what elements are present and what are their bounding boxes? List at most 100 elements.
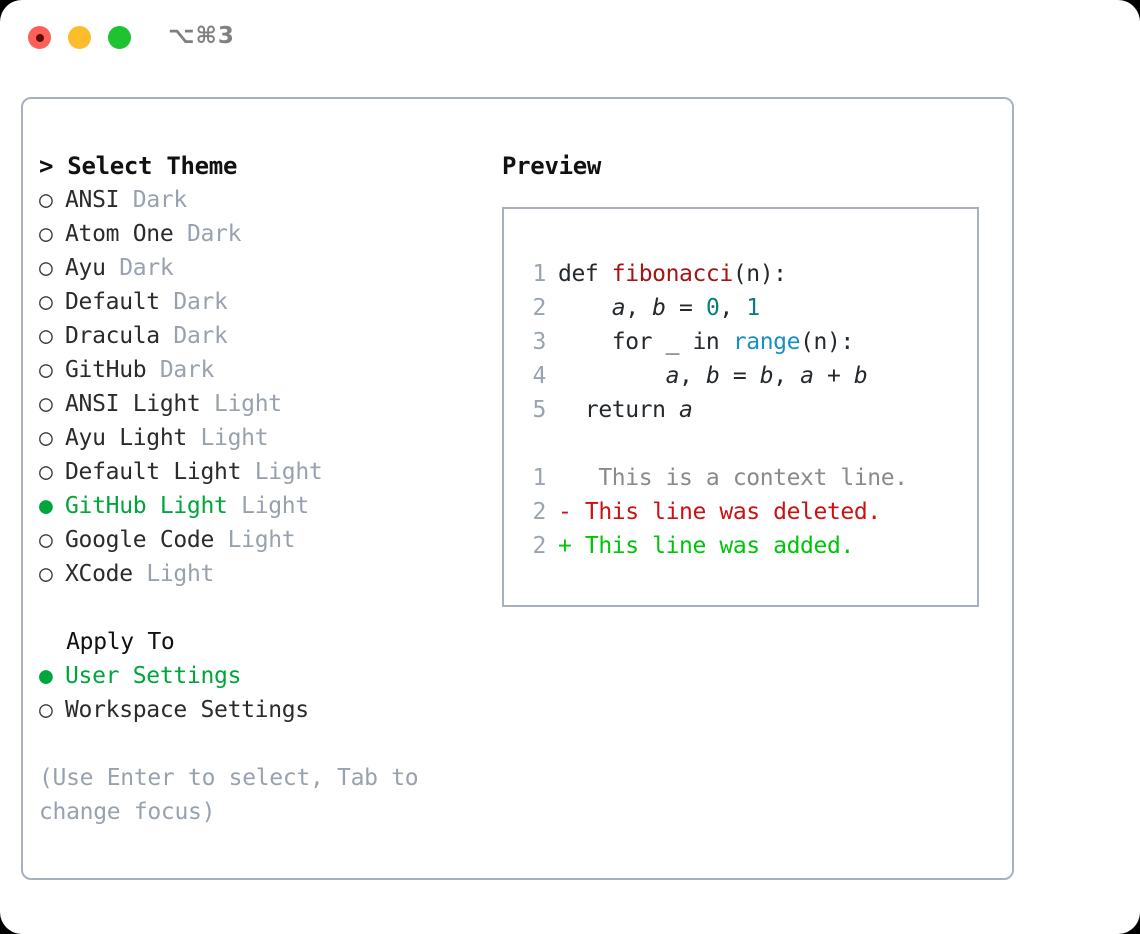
select-theme-header: > Select Theme: [39, 152, 238, 180]
code-line: 1 def fibonacci(n):: [520, 257, 908, 291]
theme-list-item[interactable]: ○Dracula Dark: [39, 319, 489, 353]
theme-list-item[interactable]: ○XCode Light: [39, 557, 489, 591]
theme-name-label: GitHub Light: [65, 493, 228, 519]
code-line-number: 4: [532, 363, 547, 389]
apply-to-label: Workspace Settings: [65, 697, 309, 723]
code-token-plain: (n):: [800, 329, 854, 355]
theme-name-label: XCode: [65, 561, 133, 587]
radio-selected-icon: ●: [39, 663, 53, 689]
code-token-plain: ,: [679, 363, 706, 389]
code-token-fn: fibonacci: [611, 261, 733, 287]
code-token-plain: ,: [719, 295, 747, 321]
code-token-var: a: [800, 363, 814, 389]
code-token-var: b: [853, 363, 868, 389]
theme-variant-tag: Light: [146, 561, 215, 587]
code-token-var: a: [611, 295, 626, 321]
radio-unselected-icon: ○: [39, 323, 53, 349]
theme-list-item[interactable]: ●GitHub Light Light: [39, 489, 489, 523]
code-line-number: 5: [532, 397, 547, 423]
code-blank-line: [520, 427, 908, 461]
code-line: 3 for _ in range(n):: [520, 325, 908, 359]
code-token-num: 1: [746, 295, 760, 321]
code-line-number: 1: [532, 261, 547, 287]
code-token-var: b: [652, 295, 666, 321]
radio-unselected-icon: ○: [39, 187, 53, 213]
diff-line: 2- This line was deleted.: [520, 495, 908, 529]
code-token-plain: [558, 363, 666, 389]
diff-text: This line was deleted.: [571, 499, 881, 525]
theme-list-item[interactable]: ○Default Dark: [39, 285, 489, 319]
theme-list: ○ANSI Dark○Atom One Dark○Ayu Dark○Defaul…: [39, 183, 489, 591]
radio-unselected-icon: ○: [39, 357, 53, 383]
code-token-plain: =: [719, 363, 760, 389]
close-button[interactable]: [28, 26, 51, 49]
radio-unselected-icon: ○: [39, 391, 53, 417]
theme-variant-tag: Dark: [173, 323, 228, 349]
theme-variant-tag: Dark: [119, 255, 174, 281]
diff-text: This is a context line.: [571, 465, 908, 491]
theme-name-label: Google Code: [65, 527, 215, 553]
code-line: 5 return a: [520, 393, 908, 427]
theme-list-item[interactable]: ○Ayu Light Light: [39, 421, 489, 455]
code-line-number: 3: [532, 329, 547, 355]
code-token-var: b: [759, 363, 774, 389]
theme-variant-tag: Dark: [159, 357, 215, 383]
theme-list-item[interactable]: ○ ANSI Light Light: [39, 387, 489, 421]
code-token-var: a: [679, 397, 693, 423]
theme-name-label: Default: [65, 289, 160, 315]
radio-unselected-icon: ○: [39, 527, 53, 553]
title-bar: ⌥⌘3: [0, 0, 1140, 76]
code-token-num: 0: [705, 295, 720, 321]
radio-unselected-icon: ○: [39, 697, 53, 723]
apply-to-label: User Settings: [65, 663, 242, 689]
code-line-number: 2: [532, 499, 547, 525]
theme-list-item[interactable]: ○ GitHub Dark: [39, 353, 489, 387]
apply-to-item[interactable]: ○ Workspace Settings: [39, 693, 489, 727]
theme-list-item[interactable]: ○Default Light Light: [39, 455, 489, 489]
diff-text: This line was added.: [571, 533, 854, 559]
theme-variant-tag: Light: [214, 391, 282, 417]
theme-name-label: GitHub: [65, 357, 147, 383]
code-line-number: 2: [532, 295, 547, 321]
window-controls: [28, 26, 131, 49]
apply-to-header: Apply To: [39, 629, 175, 655]
theme-name-label: ANSI Light: [65, 391, 201, 417]
code-line: 2 a, b = 0, 1: [520, 291, 908, 325]
theme-name-label: Atom One: [65, 221, 174, 247]
theme-variant-tag: Light: [254, 459, 323, 485]
theme-list-item[interactable]: ○ Google Code Light: [39, 523, 489, 557]
theme-variant-tag: Light: [200, 425, 269, 451]
theme-variant-tag: Dark: [186, 221, 242, 247]
code-token-builtin: range: [732, 329, 801, 355]
theme-name-label: Ayu: [65, 255, 106, 281]
theme-list-item[interactable]: ○ Ayu Dark: [39, 251, 489, 285]
theme-variant-tag: Dark: [173, 289, 228, 315]
code-token-plain: ,: [773, 363, 801, 389]
radio-unselected-icon: ○: [39, 221, 53, 247]
code-token-kw: def: [558, 261, 612, 287]
diff-sign: [558, 465, 571, 491]
radio-unselected-icon: ○: [39, 425, 53, 451]
code-token-plain: =: [665, 295, 706, 321]
code-token-var: b: [705, 363, 720, 389]
code-token-var: a: [665, 363, 680, 389]
theme-variant-tag: Light: [241, 493, 309, 519]
keyboard-hint-text: (Use Enter to select, Tab to change focu…: [39, 765, 419, 825]
code-token-kw: return: [558, 397, 680, 423]
code-line: 4 a, b = b, a + b: [520, 359, 908, 393]
theme-name-label: Default Light: [65, 459, 242, 485]
theme-variant-tag: Light: [227, 527, 296, 553]
radio-unselected-icon: ○: [39, 255, 53, 281]
minimize-button[interactable]: [68, 26, 91, 49]
code-token-plain: (n):: [732, 261, 787, 287]
maximize-button[interactable]: [108, 26, 131, 49]
theme-list-item[interactable]: ○ANSI Dark: [39, 183, 489, 217]
apply-to-item[interactable]: ● User Settings: [39, 659, 489, 693]
theme-list-item[interactable]: ○ Atom One Dark: [39, 217, 489, 251]
code-line-number: 1: [532, 465, 547, 491]
apply-to-list: ● User Settings ○ Workspace Settings: [39, 659, 489, 727]
